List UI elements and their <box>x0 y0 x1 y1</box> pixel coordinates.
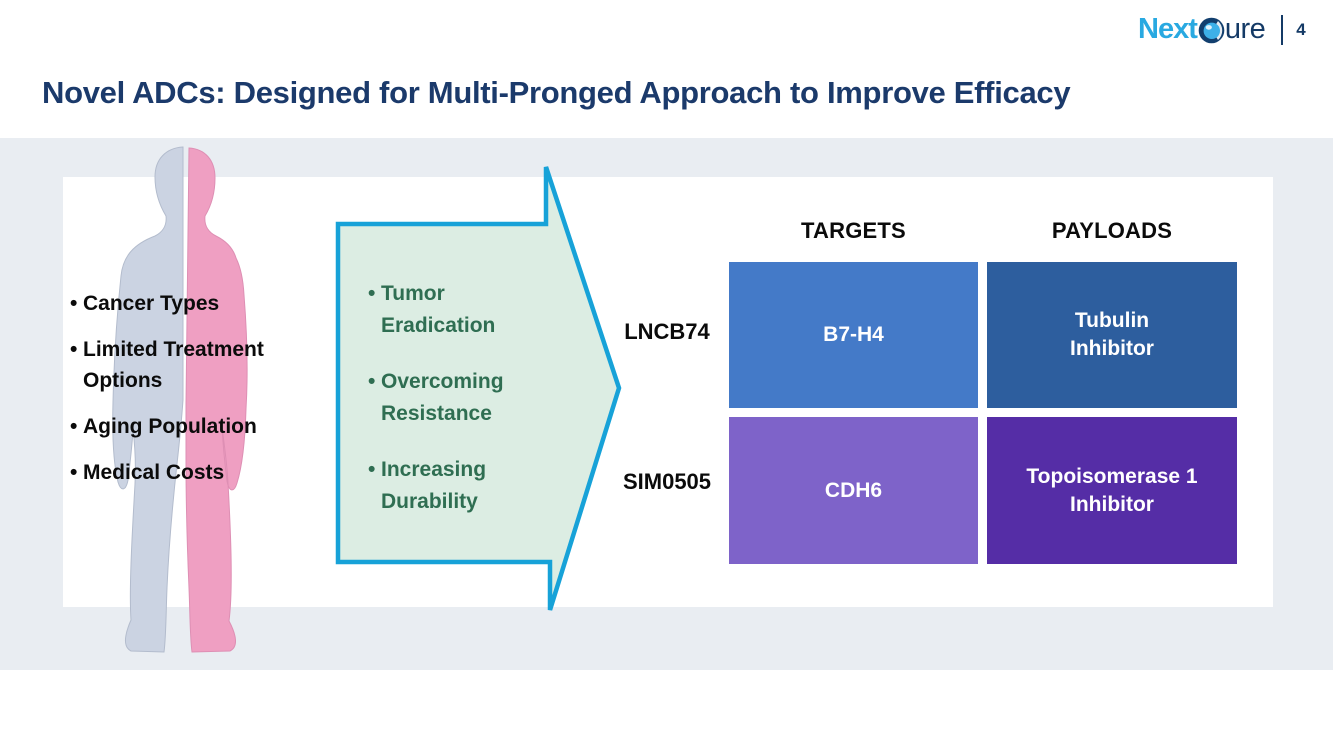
approach-goals-list: Tumor Eradication Overcoming Resistance … <box>368 278 543 542</box>
program-label-lncb74: LNCB74 <box>624 319 710 344</box>
list-item: Medical Costs <box>70 457 305 488</box>
payload-cell-label: Topoisomerase 1 Inhibitor <box>1026 464 1198 516</box>
payload-cell-topoisomerase: Topoisomerase 1 Inhibitor <box>987 417 1237 564</box>
logo-text-ure: ure <box>1224 13 1266 45</box>
logo-text-next: Next <box>1138 13 1198 45</box>
nextcure-logo: Next ure 4 <box>1138 13 1306 46</box>
payload-cell-tubulin: Tubulin Inhibitor <box>987 262 1237 408</box>
silhouette-female-half <box>185 147 248 653</box>
list-item: Increasing Durability <box>368 454 543 518</box>
logo-divider <box>1281 14 1284 45</box>
target-cell-cdh6: CDH6 <box>729 417 978 564</box>
logo-globe-icon <box>1198 17 1225 44</box>
unmet-needs-list: Cancer Types Limited Treatment Options A… <box>70 288 305 503</box>
column-header-payloads: PAYLOADS <box>1051 218 1173 243</box>
list-item: Overcoming Resistance <box>368 366 543 430</box>
list-item: Cancer Types <box>70 288 305 319</box>
page-number: 4 <box>1296 19 1306 39</box>
list-item: Aging Population <box>70 411 305 442</box>
target-cell-b7h4: B7-H4 <box>729 262 978 408</box>
target-cell-label: CDH6 <box>824 478 883 502</box>
column-header-targets: TARGETS <box>801 218 906 243</box>
target-cell-label: B7-H4 <box>823 323 884 346</box>
page-title: Novel ADCs: Designed for Multi-Pronged A… <box>42 75 1071 110</box>
payload-cell-label: Tubulin Inhibitor <box>1070 309 1154 360</box>
human-silhouette-graphic <box>112 146 248 653</box>
list-item: Tumor Eradication <box>368 278 543 342</box>
list-item: Limited Treatment Options <box>70 334 305 396</box>
program-label-sim0505: SIM0505 <box>622 469 712 494</box>
